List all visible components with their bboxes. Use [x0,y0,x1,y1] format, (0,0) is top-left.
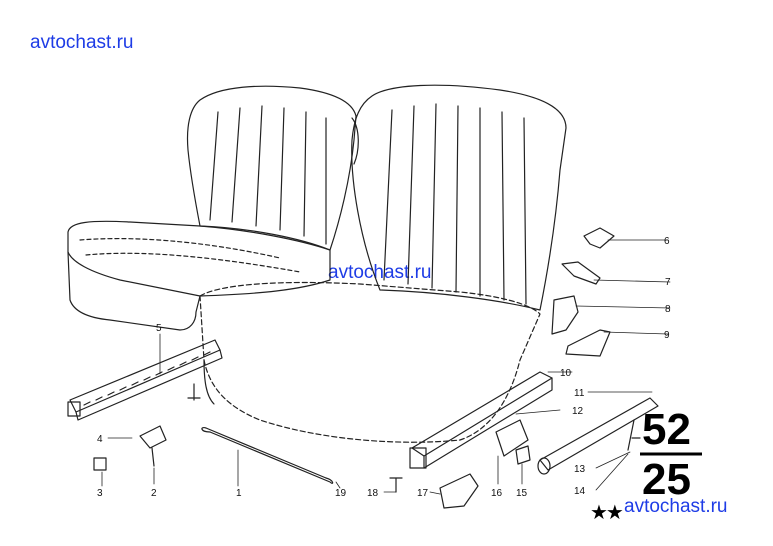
watermark-top-left: avtochast.ru [30,32,134,53]
bracket-8 [551,295,579,335]
part-labels: 1 2 3 4 5 6 7 8 9 10 11 12 13 14 15 16 1… [97,236,671,499]
part-label-9: 9 [664,330,670,341]
screw-top [187,383,201,401]
knob-15 [515,445,531,465]
part-label-4: 4 [97,434,103,445]
part-label-6: 6 [664,236,670,247]
part-label-13: 13 [574,464,586,475]
right-seat-cushion [199,281,541,443]
right-seat-backrest [351,84,567,311]
part-label-7: 7 [665,277,671,288]
bracket-9 [565,329,611,357]
stars-marker: ★★ [590,500,624,524]
left-seat-cushion [67,220,331,331]
part-label-1: 1 [236,488,242,499]
part-label-2: 2 [151,488,157,499]
part-label-5: 5 [156,323,162,334]
seat-rail-5 [67,339,223,421]
part-label-15: 15 [516,488,528,499]
watermark-center: avtochast.ru [328,262,432,283]
clip-4 [139,425,167,449]
part-label-17: 17 [417,488,429,499]
part-label-14: 14 [574,486,586,497]
pin-19-rod-1 [201,427,334,484]
rail-10 [409,371,553,469]
watermark-bottom-right: avtochast.ru [624,496,728,517]
part-label-8: 8 [665,304,671,315]
part-label-16: 16 [491,488,503,499]
part-label-19: 19 [335,488,347,499]
lever-16 [495,419,529,457]
part-label-12: 12 [572,406,584,417]
part-label-11: 11 [574,388,585,399]
bracket-7 [561,261,601,285]
nut-3 [93,457,107,471]
part-label-3: 3 [97,488,103,499]
left-seat-backrest [186,85,359,251]
screw-2 [151,447,155,467]
hook-17 [439,473,479,509]
part-label-10: 10 [560,368,572,379]
tube-11 [537,397,659,475]
group-number-bottom: 25 [642,455,691,504]
fitting-18 [389,477,403,493]
bolt-13-14 [627,419,641,451]
part-label-18: 18 [367,488,379,499]
bracket-6 [583,227,615,249]
group-number-top: 52 [642,405,691,454]
